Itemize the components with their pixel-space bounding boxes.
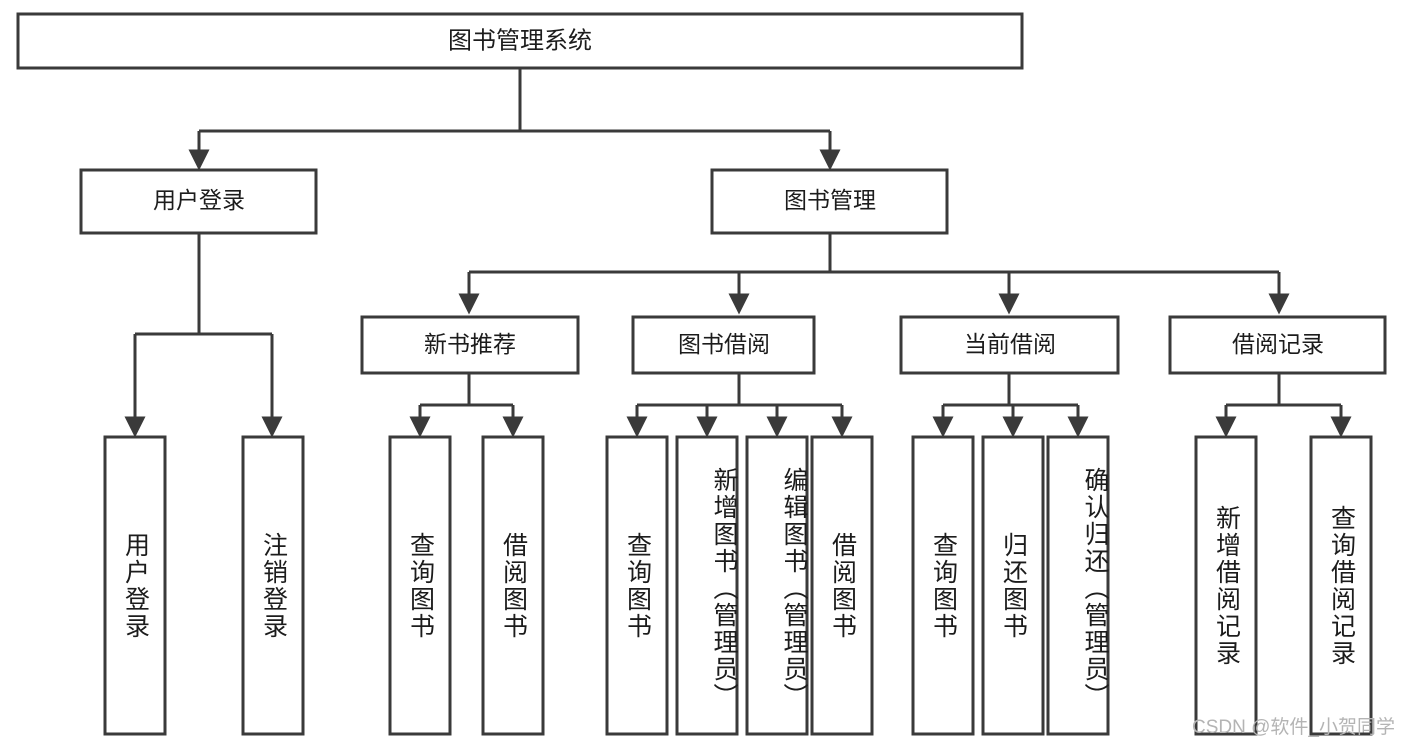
leaf-box-book-borrow-2[interactable] [675, 435, 739, 736]
node-borrow-record-label: 借阅记录 [1232, 331, 1324, 357]
node-book-manage[interactable]: 图书管理 [710, 168, 949, 235]
node-current-borrow[interactable]: 当前借阅 [899, 315, 1120, 375]
leaf-box-current-borrow-2[interactable] [981, 435, 1045, 736]
leaf-box-book-borrow-1[interactable] [605, 435, 669, 736]
node-borrow-record[interactable]: 借阅记录 [1168, 315, 1387, 375]
node-root[interactable]: 图书管理系统 [16, 12, 1024, 70]
node-root-label: 图书管理系统 [448, 27, 592, 54]
node-user-login-label: 用户登录 [153, 187, 245, 213]
leaf-box-book-borrow-3[interactable] [745, 435, 809, 736]
node-borrow-record-box[interactable] [1168, 315, 1387, 375]
node-new-book-recommend-box[interactable] [360, 315, 580, 375]
node-user-login-box[interactable] [79, 168, 318, 235]
node-root-box[interactable] [16, 12, 1024, 70]
node-user-login[interactable]: 用户登录 [79, 168, 318, 235]
node-book-manage-label: 图书管理 [784, 187, 876, 213]
leaf-box-new-book-1[interactable] [388, 435, 452, 736]
connector-group-book-borrow [626, 373, 853, 438]
node-new-book-recommend[interactable]: 新书推荐 [360, 315, 580, 375]
node-book-manage-box[interactable] [710, 168, 949, 235]
leaf-box-book-borrow-4[interactable] [810, 435, 874, 736]
leaf-boxes-current-borrow [911, 435, 1110, 736]
leaf-boxes-user-login [103, 435, 305, 736]
connector-group-new-book [409, 373, 524, 438]
leaf-box-borrow-record-1[interactable] [1194, 435, 1258, 736]
node-current-borrow-label: 当前借阅 [964, 331, 1056, 357]
leaf-boxes-new-book [388, 435, 545, 736]
leaf-box-new-book-2[interactable] [481, 435, 545, 736]
node-book-borrow-box[interactable] [631, 315, 816, 375]
connector-group-root [188, 68, 841, 171]
node-current-borrow-box[interactable] [899, 315, 1120, 375]
connector-group-user-login [124, 233, 283, 438]
leaf-box-current-borrow-1[interactable] [911, 435, 975, 736]
connector-group-current-borrow [932, 373, 1089, 438]
leaf-box-borrow-record-2[interactable] [1309, 435, 1373, 736]
leaf-boxes-borrow-record [1194, 435, 1373, 736]
csdn-watermark: CSDN @软件_小贺同学 [1192, 717, 1395, 738]
leaf-box-user-login-1[interactable] [103, 435, 167, 736]
leaf-box-user-login-2[interactable] [241, 435, 305, 736]
leaf-boxes-book-borrow [605, 435, 874, 736]
connector-group-borrow-record [1215, 373, 1352, 438]
leaf-box-current-borrow-3[interactable] [1046, 435, 1110, 736]
node-book-borrow[interactable]: 图书借阅 [631, 315, 816, 375]
connector-group-book-manage [458, 233, 1290, 315]
node-new-book-recommend-label: 新书推荐 [424, 331, 516, 357]
node-book-borrow-label: 图书借阅 [678, 331, 770, 357]
